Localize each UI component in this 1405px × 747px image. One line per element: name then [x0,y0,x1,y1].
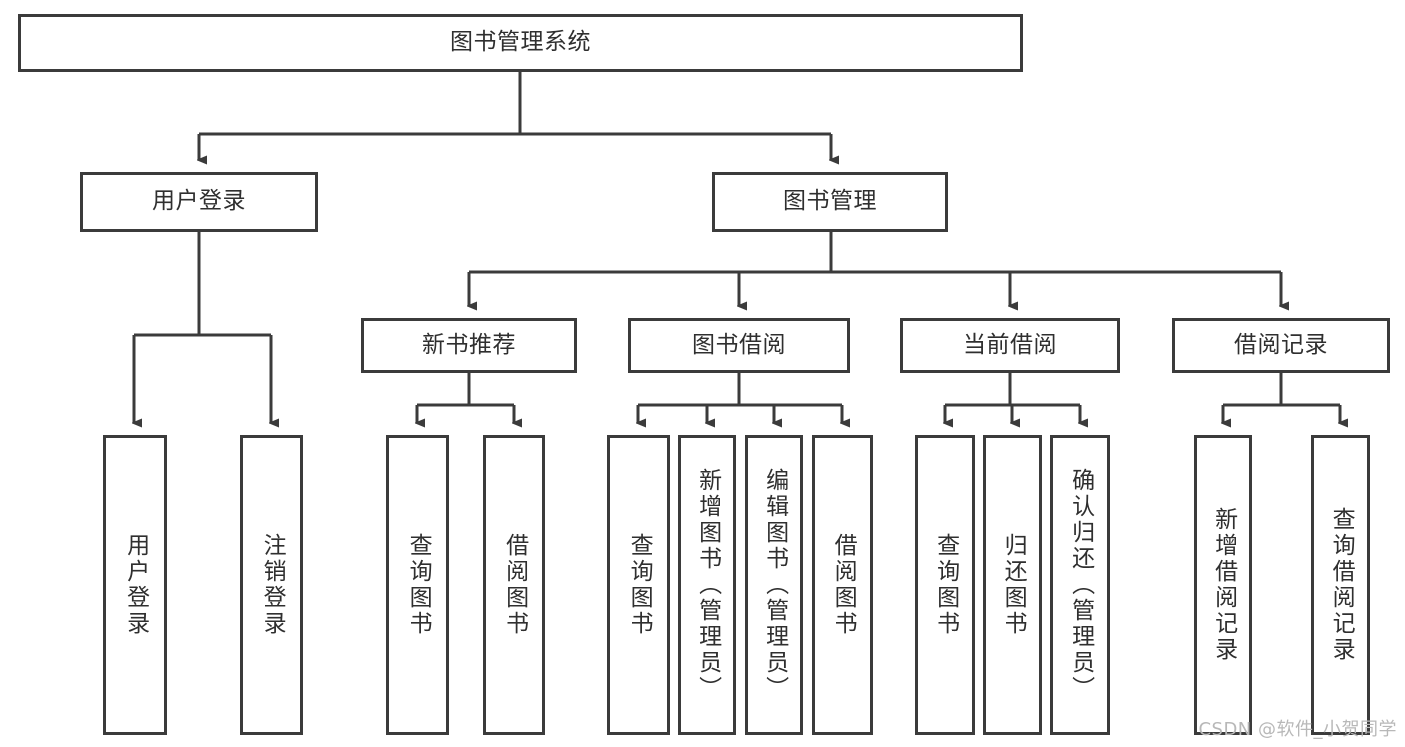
leaf-borrow-book-label: 借阅图书 [830,533,857,637]
leaf-logout-label: 注销登录 [259,533,286,637]
leaf-add-book-admin[interactable]: 新增图书（管理员） [678,435,736,735]
node-new-book-recommend[interactable]: 新书推荐 [361,318,577,373]
leaf-user-login-label: 用户登录 [122,533,149,637]
leaf-edit-book-admin-label: 编辑图书（管理员） [761,468,788,702]
leaf-return-book[interactable]: 归还图书 [983,435,1042,735]
node-borrow-record-label: 借阅记录 [1234,331,1328,358]
leaf-add-borrow-record-label: 新增借阅记录 [1210,507,1237,663]
leaf-borrow-book[interactable]: 借阅图书 [812,435,873,735]
node-user-login-label: 用户登录 [152,188,246,215]
leaf-return-book-label: 归还图书 [1000,533,1027,637]
node-current-borrow[interactable]: 当前借阅 [900,318,1120,373]
node-root-label: 图书管理系统 [450,29,591,56]
leaf-query-book-current[interactable]: 查询图书 [915,435,975,735]
leaf-logout[interactable]: 注销登录 [240,435,303,735]
leaf-confirm-return-admin-label: 确认归还（管理员） [1067,468,1094,702]
csdn-watermark: CSDN @软件_小贺同学 [1198,719,1397,740]
node-root[interactable]: 图书管理系统 [18,14,1023,72]
leaf-query-book-newbook-label: 查询图书 [405,533,432,637]
node-borrow-record[interactable]: 借阅记录 [1172,318,1390,373]
leaf-query-book-current-label: 查询图书 [932,533,959,637]
leaf-confirm-return-admin[interactable]: 确认归还（管理员） [1050,435,1110,735]
node-book-management[interactable]: 图书管理 [712,172,948,232]
leaf-edit-book-admin[interactable]: 编辑图书（管理员） [745,435,803,735]
node-new-book-recommend-label: 新书推荐 [422,331,516,358]
leaf-user-login[interactable]: 用户登录 [103,435,167,735]
leaf-add-borrow-record[interactable]: 新增借阅记录 [1194,435,1252,735]
leaf-query-borrow-record-label: 查询借阅记录 [1328,507,1355,663]
leaf-query-book-borrow[interactable]: 查询图书 [607,435,670,735]
leaf-query-book-newbook[interactable]: 查询图书 [386,435,449,735]
leaf-borrow-book-newbook-label: 借阅图书 [501,533,528,637]
node-current-borrow-label: 当前借阅 [963,331,1057,358]
node-book-management-label: 图书管理 [783,188,877,215]
leaf-borrow-book-newbook[interactable]: 借阅图书 [483,435,545,735]
node-book-borrow-label: 图书借阅 [692,331,786,358]
node-book-borrow[interactable]: 图书借阅 [628,318,850,373]
leaf-query-borrow-record[interactable]: 查询借阅记录 [1311,435,1370,735]
leaf-add-book-admin-label: 新增图书（管理员） [694,468,721,702]
node-user-login[interactable]: 用户登录 [80,172,318,232]
leaf-query-book-borrow-label: 查询图书 [626,533,653,637]
